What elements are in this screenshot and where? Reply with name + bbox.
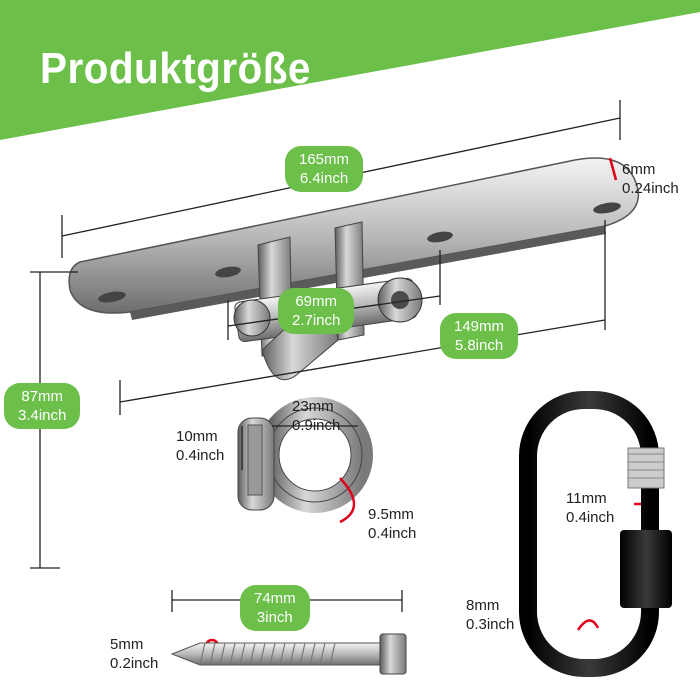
page-title: Produktgröße (40, 44, 311, 93)
dimension-lines (30, 100, 641, 612)
eye-ring (237, 397, 373, 513)
quick-link (519, 391, 672, 677)
header-banner (0, 0, 700, 140)
lag-screw (170, 633, 407, 675)
